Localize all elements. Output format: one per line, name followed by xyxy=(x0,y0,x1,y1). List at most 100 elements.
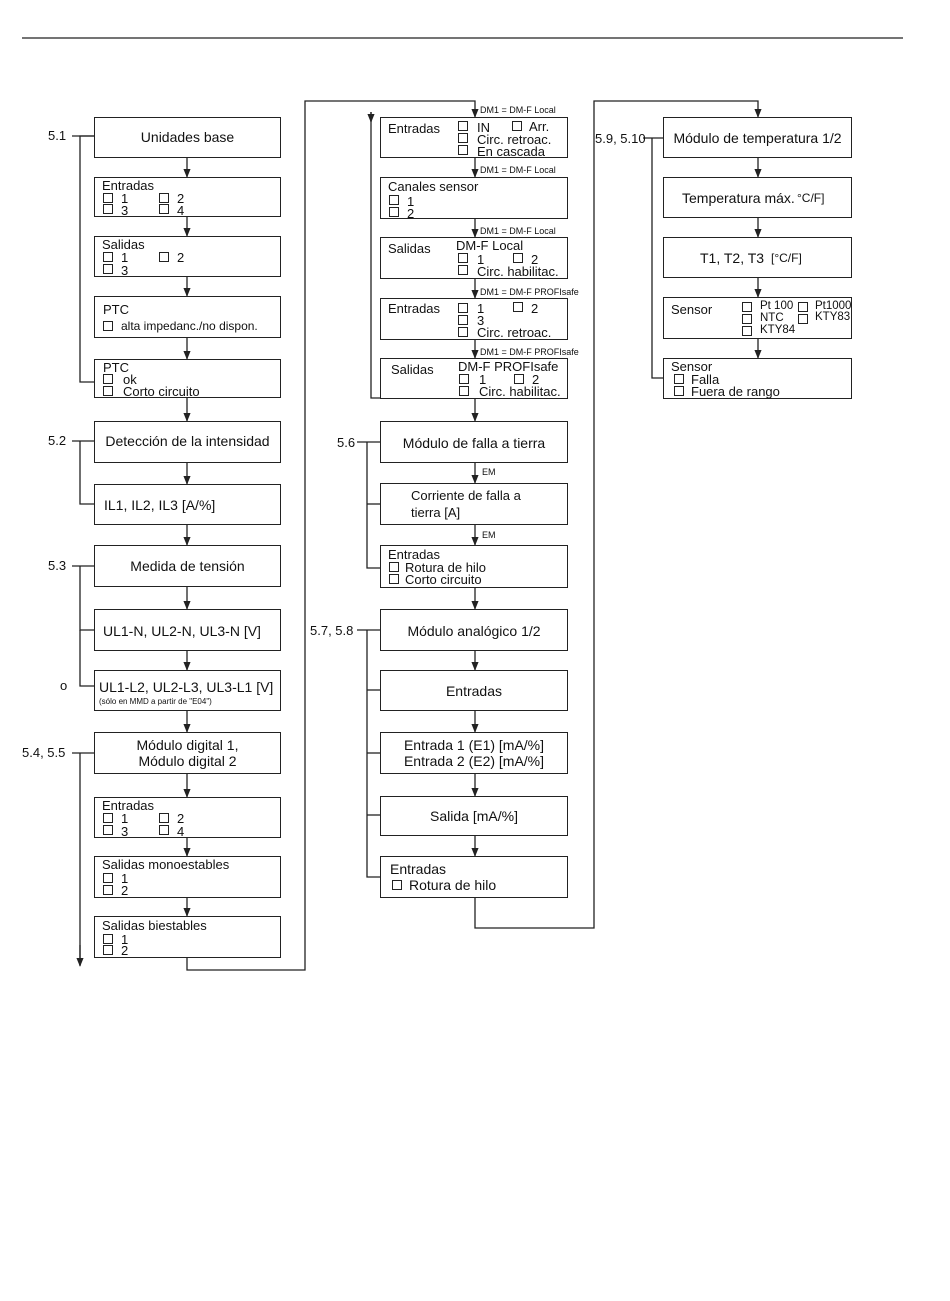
checkbox-2[interactable] xyxy=(513,302,523,312)
option-label: 2 xyxy=(177,250,185,265)
option-label: Pt1000 xyxy=(815,300,852,312)
entradas-heading: Entradas xyxy=(102,178,155,193)
checkbox-2[interactable] xyxy=(159,193,169,203)
checkbox-rotura-hilo[interactable] xyxy=(389,562,399,572)
analogico-salida-label: Salida [mA/%] xyxy=(430,808,518,824)
analogico-entradas-label: Entradas xyxy=(445,683,503,699)
corriente-falla-line1: Corriente de falla a xyxy=(411,488,521,503)
checkbox-2[interactable] xyxy=(159,252,169,262)
checkbox-1[interactable] xyxy=(103,873,113,883)
checkbox-4[interactable] xyxy=(159,825,169,835)
checkbox-3[interactable] xyxy=(458,315,468,325)
sensor-heading: Sensor xyxy=(671,359,713,374)
option-label: 4 xyxy=(177,203,185,218)
modulo-digital-title-1: Módulo digital 1, xyxy=(136,737,239,753)
checkbox-2[interactable] xyxy=(159,813,169,823)
checkbox-1[interactable] xyxy=(389,195,399,205)
checkbox-corto-circuito[interactable] xyxy=(103,386,113,396)
salidas-biestables-heading: Salidas biestables xyxy=(102,918,207,933)
checkbox-falla[interactable] xyxy=(674,374,684,384)
entrada-1: Entrada 1 (E1) [mA/%] xyxy=(403,737,545,753)
checkbox-in[interactable] xyxy=(458,121,468,131)
checkbox-1[interactable] xyxy=(103,252,113,262)
option-label: Pt 100 xyxy=(760,300,794,312)
checkbox-2[interactable] xyxy=(513,253,523,263)
checkbox-3[interactable] xyxy=(103,825,113,835)
salidas-biestables-box: Salidas biestables 1 2 xyxy=(94,916,281,958)
entrada-2: Entrada 2 (E2) [mA/%] xyxy=(403,753,545,769)
salidas-profisafe-box: Salidas DM-F PROFIsafe 1 2 Circ. habilit… xyxy=(380,358,568,399)
temperatura-max-unit: °C/F] xyxy=(797,191,825,205)
modulo-temperatura-title: Módulo de temperatura 1/2 xyxy=(673,130,842,146)
checkbox-fuera-rango[interactable] xyxy=(674,386,684,396)
em-label: EM xyxy=(482,467,496,477)
entradas-heading: Entradas xyxy=(388,547,441,562)
option-label: Fuera de rango xyxy=(691,384,780,399)
checkbox-2[interactable] xyxy=(103,885,113,895)
checkbox-1[interactable] xyxy=(458,253,468,263)
ref-5-7-5-8: 5.7, 5.8 xyxy=(310,623,354,638)
checkbox-1[interactable] xyxy=(103,813,113,823)
option-label: 3 xyxy=(121,203,129,218)
modulo-digital-title-2: Módulo digital 2 xyxy=(138,753,237,769)
checkbox-en-cascada[interactable] xyxy=(458,145,468,155)
option-label: 1 xyxy=(121,811,129,826)
option-label: 1 xyxy=(477,252,485,267)
checkbox-circ-habilitac[interactable] xyxy=(459,386,469,396)
checkbox-1[interactable] xyxy=(459,374,469,384)
checkbox-circ-retroac[interactable] xyxy=(458,133,468,143)
checkbox-3[interactable] xyxy=(103,204,113,214)
analogico-entradas-hilo-box: Entradas Rotura de hilo xyxy=(380,856,568,898)
t1-t2-t3-box: T1, T2, T3 [°C/F] xyxy=(663,237,852,278)
checkbox-1[interactable] xyxy=(458,303,468,313)
tension-ll-note: (sólo en MMD a partir de "E04") xyxy=(99,697,212,706)
ptc-heading: PTC xyxy=(103,360,129,375)
intensidad-title: Detección de la intensidad xyxy=(105,433,270,449)
checkbox-alta-impedancia[interactable] xyxy=(103,321,113,331)
salidas-heading: Salidas xyxy=(391,362,434,377)
corriente-falla-box: Corriente de falla a tierra [A] xyxy=(380,483,568,525)
checkbox-kty83[interactable] xyxy=(798,314,808,324)
option-label: Circ. habilitac. xyxy=(479,384,561,399)
checkbox-4[interactable] xyxy=(159,204,169,214)
option-label: 1 xyxy=(121,250,129,265)
checkbox-rotura-hilo[interactable] xyxy=(392,880,402,890)
ref-5-2: 5.2 xyxy=(48,433,67,448)
option-label: 3 xyxy=(121,263,129,278)
option-label: Arr. xyxy=(529,119,550,134)
option-label: 2 xyxy=(532,372,540,387)
option-label: Circ. habilitac. xyxy=(477,264,559,279)
checkbox-3[interactable] xyxy=(103,264,113,274)
checkbox-arr[interactable] xyxy=(512,121,522,131)
checkbox-circ-retroac[interactable] xyxy=(458,327,468,337)
salidas-local-box: Salidas DM-F Local 1 2 Circ. habilitac. xyxy=(380,237,568,279)
checkbox-2[interactable] xyxy=(514,374,524,384)
checkbox-corto-circuito[interactable] xyxy=(389,574,399,584)
checkbox-pt1000[interactable] xyxy=(798,302,808,312)
checkbox-1[interactable] xyxy=(103,193,113,203)
tierra-entradas-box: Entradas Rotura de hilo Corto circuito xyxy=(380,545,568,588)
sensor-heading: Sensor xyxy=(671,302,713,317)
t1-t2-t3-label: T1, T2, T3 xyxy=(700,250,765,266)
checkbox-ok[interactable] xyxy=(103,374,113,384)
option-label: 4 xyxy=(177,824,185,839)
dm-entradas-box: Entradas IN Arr. Circ. retroac. En casca… xyxy=(380,117,568,158)
checkbox-2[interactable] xyxy=(103,945,113,955)
option-label: Circ. retroac. xyxy=(477,325,552,340)
tension-ln-values: UL1-N, UL2-N, UL3-N [V] xyxy=(103,623,261,639)
salidas-local-sub: DM-F Local xyxy=(456,238,524,253)
option-label: 2 xyxy=(121,943,129,958)
checkbox-1[interactable] xyxy=(103,934,113,944)
modulo-temperatura-box: Módulo de temperatura 1/2 xyxy=(663,117,852,158)
canales-sensor-heading: Canales sensor xyxy=(388,179,479,194)
checkbox-circ-habilitac[interactable] xyxy=(458,265,468,275)
checkbox-kty84[interactable] xyxy=(742,326,752,336)
checkbox-2[interactable] xyxy=(389,207,399,217)
ref-5-6: 5.6 xyxy=(337,435,356,450)
salidas-monoestables-heading: Salidas monoestables xyxy=(102,857,230,872)
option-label: Falla xyxy=(691,372,720,387)
checkbox-ntc[interactable] xyxy=(742,314,752,324)
tension-box: Medida de tensión xyxy=(94,545,281,587)
checkbox-pt100[interactable] xyxy=(742,302,752,312)
modulo-falla-tierra-title: Módulo de falla a tierra xyxy=(402,435,546,451)
